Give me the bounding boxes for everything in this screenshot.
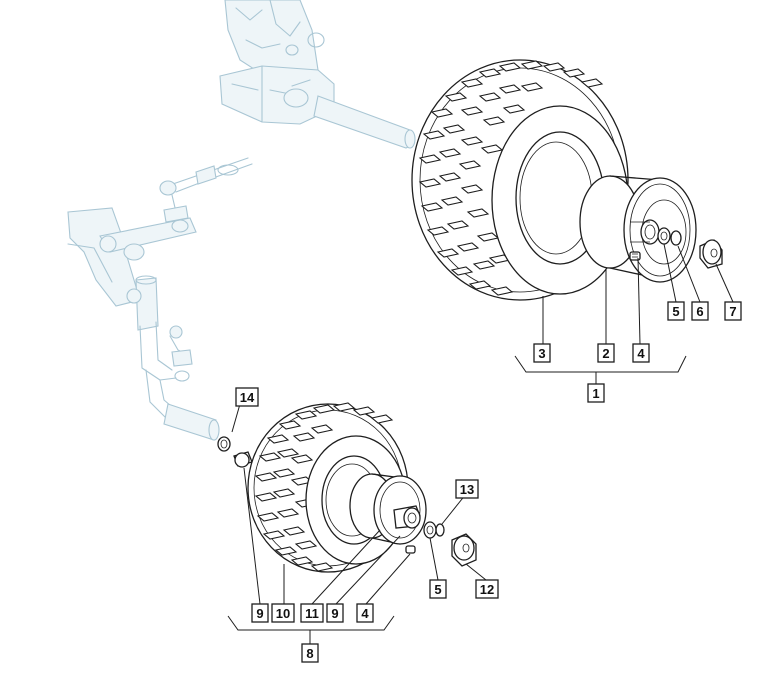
- rear-axle-ghost: [219, 0, 416, 149]
- callout-front-group-label: 8: [306, 646, 313, 661]
- callout-front-outer-bushing-label: 9: [331, 606, 338, 621]
- rear-circlip: [670, 230, 682, 246]
- callout-rear-washer-label: 5: [672, 304, 679, 319]
- callout-front-valve: 4: [356, 603, 374, 623]
- callout-rear-tyre: 3: [533, 343, 551, 363]
- front-axle-ghost: [67, 207, 220, 441]
- rear-leader-lines: [514, 243, 734, 384]
- front-washer: [423, 521, 437, 539]
- callout-rear-tyre-label: 3: [538, 346, 545, 361]
- callout-rear-valve-label: 4: [637, 346, 645, 361]
- front-spacer: [217, 436, 231, 452]
- callout-rear-rim: 2: [597, 343, 615, 363]
- callout-front-inner-bushing: 9: [251, 603, 269, 623]
- rear-tyre: [411, 59, 629, 301]
- callout-rear-cap-label: 7: [729, 304, 736, 319]
- front-valve: [405, 545, 416, 554]
- front-rim: [349, 473, 427, 545]
- callout-rear-group-label: 1: [592, 386, 599, 401]
- callout-rear-cap: 7: [724, 301, 742, 321]
- callout-rear-circlip-label: 6: [696, 304, 703, 319]
- rear-cap: [699, 239, 723, 269]
- front-inner-bushing: [233, 451, 253, 468]
- callout-front-cap-label: 12: [480, 582, 494, 597]
- front-circlip: [435, 523, 445, 537]
- callout-front-circlip-label: 13: [460, 482, 474, 497]
- rear-valve: [629, 251, 641, 261]
- front-cap: [451, 533, 477, 567]
- callout-front-tyre-label: 10: [276, 606, 290, 621]
- callout-front-group: 8: [301, 643, 319, 663]
- rear-washer: [657, 227, 671, 245]
- callout-front-valve-label: 4: [361, 606, 369, 621]
- callout-front-spacer: 14: [235, 387, 259, 407]
- callout-front-rim-label: 11: [305, 606, 319, 621]
- callout-rear-group: 1: [587, 383, 605, 403]
- callout-front-tyre: 10: [271, 603, 295, 623]
- callout-front-cap: 12: [475, 579, 499, 599]
- callout-front-circlip: 13: [455, 479, 479, 499]
- callout-front-spacer-label: 14: [240, 390, 255, 405]
- callout-rear-valve: 4: [632, 343, 650, 363]
- steering-linkage-ghost: [159, 157, 253, 223]
- front-leader-lines: [227, 403, 487, 644]
- callout-rear-circlip: 6: [691, 301, 709, 321]
- callout-rear-rim-label: 2: [602, 346, 609, 361]
- callout-front-washer: 5: [429, 579, 447, 599]
- callout-front-outer-bushing: 9: [326, 603, 344, 623]
- callout-front-rim: 11: [300, 603, 324, 623]
- callout-front-inner-bushing-label: 9: [256, 606, 263, 621]
- callout-front-washer-label: 5: [434, 582, 441, 597]
- callout-rear-washer: 5: [667, 301, 685, 321]
